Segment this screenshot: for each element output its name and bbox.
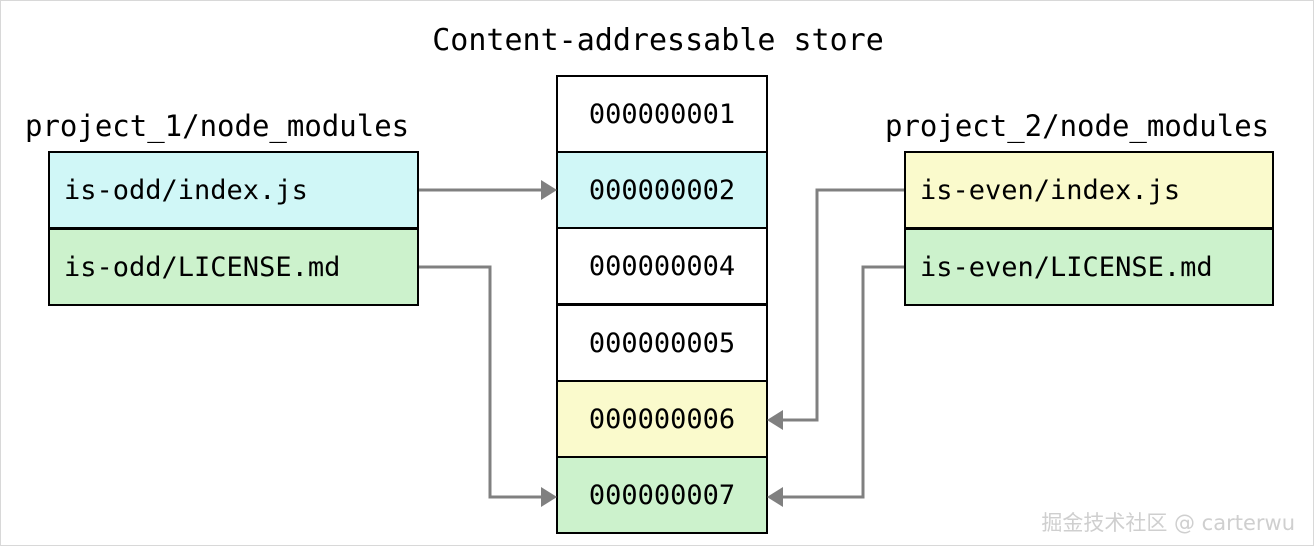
store-entry-000000004[interactable]: 000000004 — [556, 227, 768, 305]
connector-is-odd-license-to-000000007 — [419, 265, 557, 507]
connector-is-even-license-to-000000007 — [767, 265, 904, 507]
store-entry-000000006[interactable]: 000000006 — [556, 380, 768, 458]
project-1-panel: is-odd/index.js is-odd/LICENSE.md — [48, 151, 419, 306]
watermark: 掘金技术社区 @ carterwu — [1041, 511, 1295, 535]
file-cell-is-even-license-md[interactable]: is-even/LICENSE.md — [904, 228, 1274, 306]
store-entry-000000005[interactable]: 000000005 — [556, 304, 768, 382]
project-2-panel: is-even/index.js is-even/LICENSE.md — [904, 151, 1274, 306]
file-cell-is-odd-license-md[interactable]: is-odd/LICENSE.md — [48, 228, 419, 306]
connector-is-even-index-to-000000006 — [767, 188, 904, 430]
project-2-label: project_2/node_modules — [885, 109, 1270, 143]
file-cell-is-even-index-js[interactable]: is-even/index.js — [904, 151, 1274, 229]
page-title: Content-addressable store — [432, 23, 884, 58]
file-cell-is-odd-index-js[interactable]: is-odd/index.js — [48, 151, 419, 229]
project-1-label: project_1/node_modules — [25, 109, 410, 143]
store-entry-000000007[interactable]: 000000007 — [556, 456, 768, 534]
content-addressable-store-column: 000000001 000000002 000000004 000000005 … — [556, 75, 768, 535]
connector-is-odd-index-to-000000002 — [419, 180, 557, 200]
store-entry-000000002[interactable]: 000000002 — [556, 151, 768, 229]
store-entry-000000001[interactable]: 000000001 — [556, 75, 768, 153]
